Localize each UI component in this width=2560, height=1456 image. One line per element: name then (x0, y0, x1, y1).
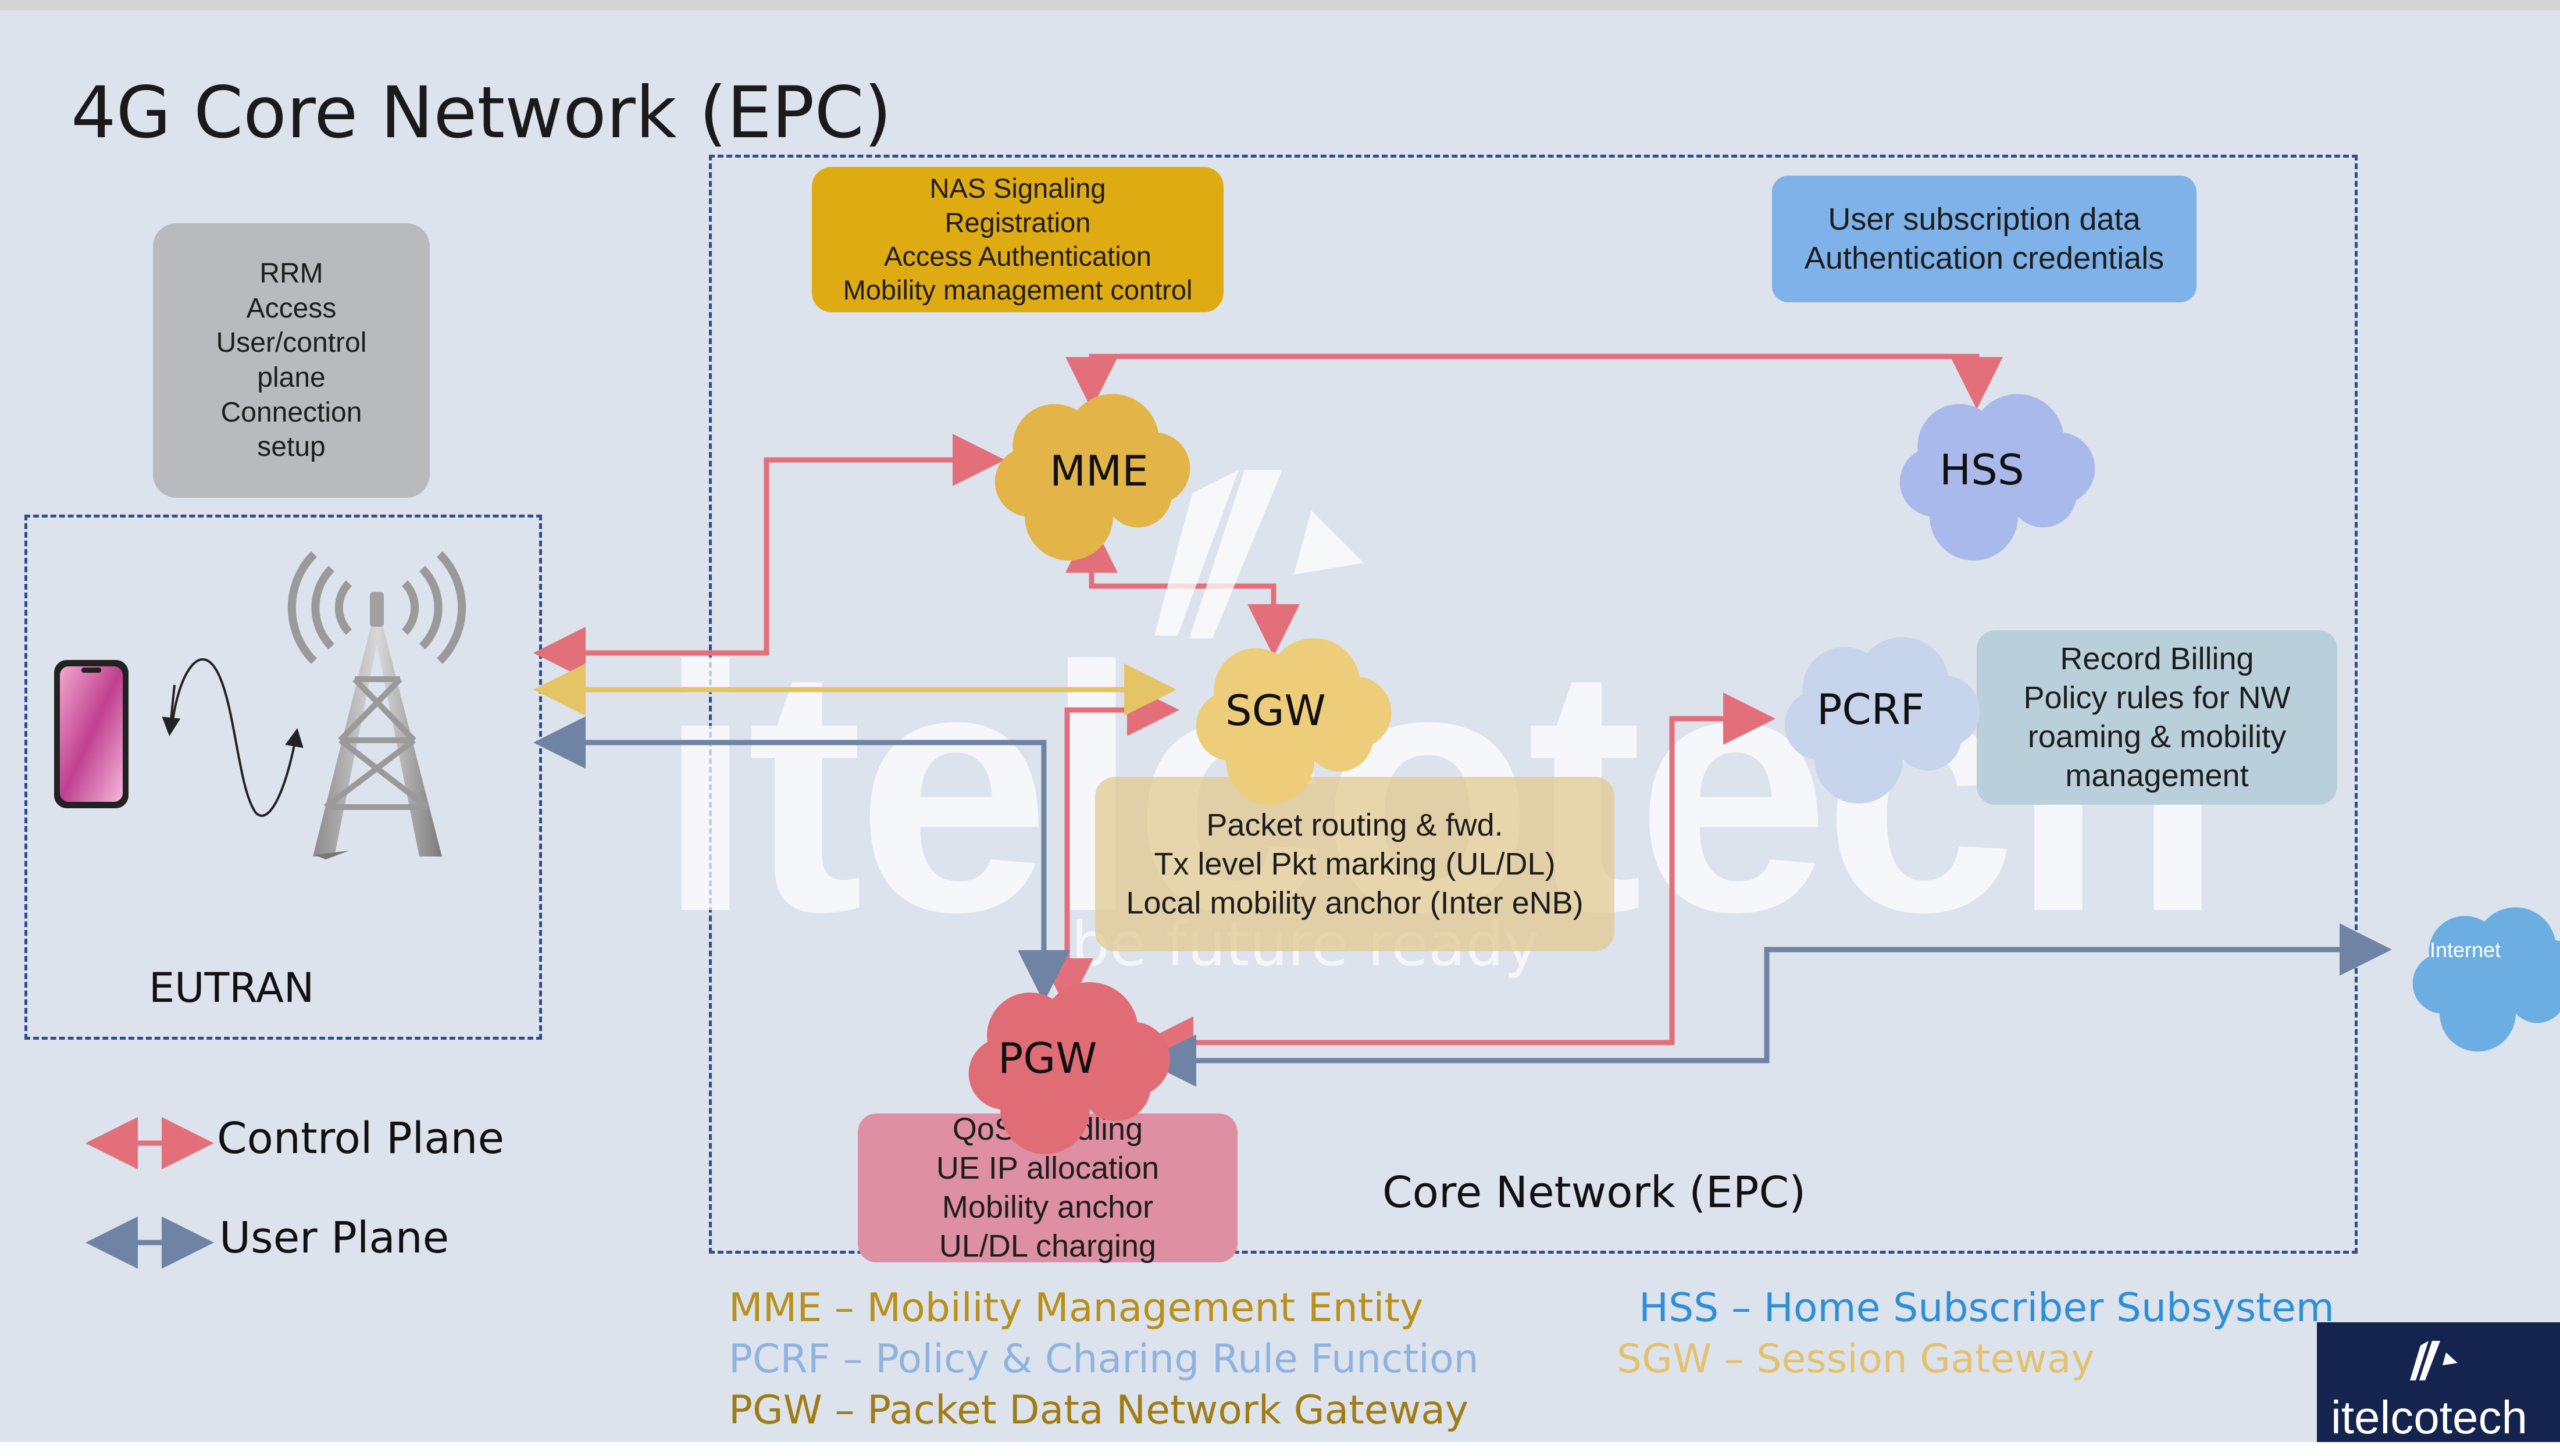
hss-cloud-icon (1899, 394, 2095, 561)
sgw-cloud-icon (1196, 638, 1392, 805)
abbreviation-hss: HSS – Home Subscriber Subsystem (1639, 1285, 2335, 1331)
hss-functions-box: User subscription data Authentication cr… (1772, 176, 2197, 302)
user-link-pgw-internet (1144, 923, 2392, 1087)
internet-cloud-icon (2412, 907, 2560, 1052)
diagram-graphics (54, 354, 2560, 1269)
pcrf-node-label: PCRF (1817, 685, 1925, 734)
legend-control-label: Control Plane (217, 1114, 504, 1164)
mme-functions-box: NAS Signaling Registration Access Authen… (812, 167, 1224, 312)
eutran-functions-box: RRM Access User/control plane Connection… (153, 223, 430, 498)
hss-node-label: HSS (1939, 445, 2024, 494)
abbreviation-mme: MME – Mobility Management Entity (729, 1285, 1424, 1331)
watermark-logo-icon (1154, 470, 1364, 638)
cell-tower-icon (287, 551, 466, 859)
brand-logo-text: itelcotech (2331, 1391, 2527, 1442)
control-link-sgw-pgw (1041, 684, 1179, 1011)
eutran-label: EUTRAN (149, 964, 315, 1012)
brand-mark-icon (2410, 1341, 2458, 1380)
control-link-enb-mme (533, 434, 1005, 679)
control-link-mme-hss (1065, 354, 2003, 409)
internet-node-label: Internet (2430, 938, 2501, 962)
pcrf-cloud-icon (1784, 637, 1980, 804)
phone-icon (54, 660, 129, 808)
page-title: 4G Core Network (EPC) (71, 72, 892, 154)
pgw-node-label: PGW (998, 1034, 1097, 1083)
user-link-enb-pgw (533, 716, 1070, 1002)
radio-wave-icon (162, 658, 304, 817)
sgw-node-label: SGW (1225, 686, 1326, 735)
pgw-cloud-icon (968, 982, 1170, 1154)
mme-cloud-icon (994, 394, 1190, 561)
legend-user-label: User Plane (219, 1213, 450, 1263)
abbreviation-pgw: PGW – Packet Data Network Gateway (729, 1387, 1469, 1433)
core-network-label: Core Network (EPC) (1382, 1168, 1806, 1218)
abbreviation-sgw: SGW – Session Gateway (1617, 1336, 2095, 1382)
brand-logo: itelcotech (2317, 1322, 2560, 1442)
abbreviation-pcrf: PCRF – Policy & Charing Rule Function (729, 1336, 1479, 1382)
mme-node-label: MME (1050, 447, 1149, 495)
pcrf-functions-box: Record Billing Policy rules for NW roami… (1977, 630, 2337, 805)
